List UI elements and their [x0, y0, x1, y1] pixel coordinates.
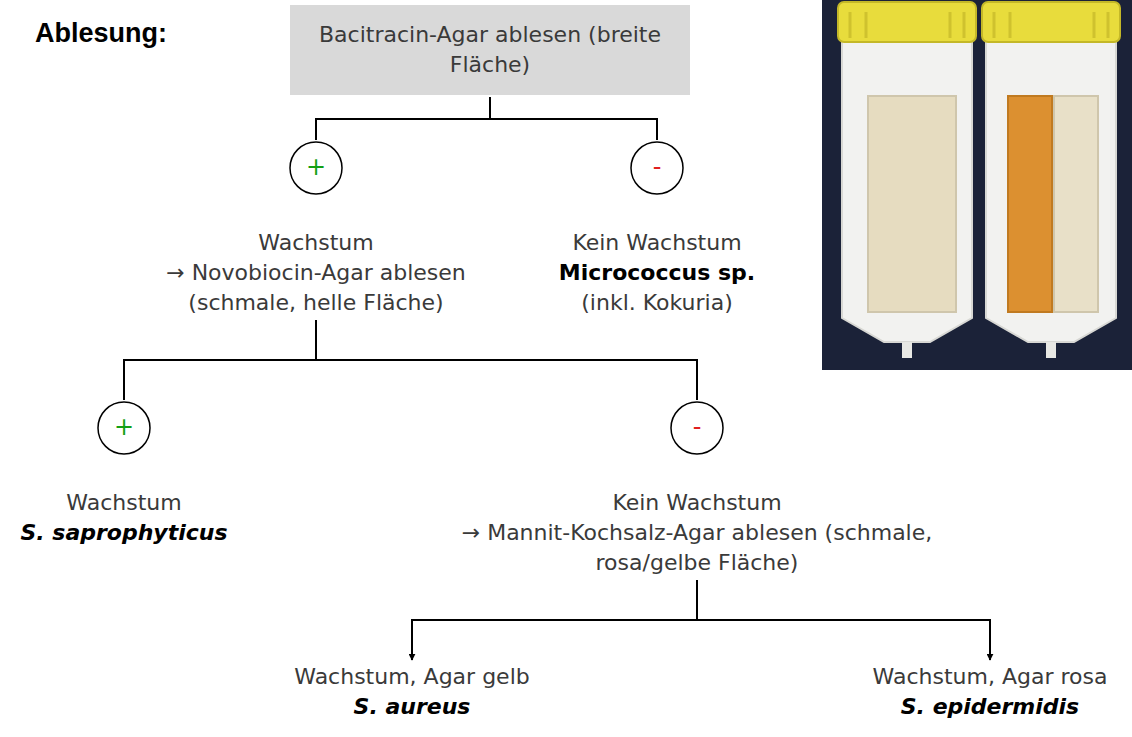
result-node: Wachstum, Agar rosaS. epidermidis	[854, 662, 1126, 722]
cap-ridge	[849, 12, 852, 38]
sign-circle: +	[96, 400, 152, 456]
decision-node: + Wachstum→ Novobiocin-Agar ablesen (schm…	[122, 140, 510, 318]
node-text: Bacitracin-Agar ablesen (breite Fläche)	[304, 20, 676, 80]
connector	[316, 320, 697, 400]
photo-ground	[822, 0, 1132, 370]
node-text: Wachstum, Agar rosa	[873, 662, 1108, 692]
result-node: Wachstum, Agar gelbS. aureus	[247, 662, 577, 722]
agar-wide	[868, 96, 956, 312]
tube-tip	[902, 342, 912, 358]
tube-cap	[838, 2, 976, 42]
sign-circle: -	[669, 400, 725, 456]
node-text: Kein Wachstum	[612, 488, 781, 518]
node-text: → Novobiocin-Agar ablesen (schmale, hell…	[122, 258, 510, 318]
heading-label: Ablesung:	[35, 18, 167, 49]
node-text: Wachstum	[66, 488, 181, 518]
connector	[412, 580, 697, 660]
cap-ridge	[1107, 12, 1110, 38]
connector	[124, 320, 316, 400]
cap-ridge	[993, 12, 996, 38]
connector	[316, 97, 490, 140]
node-text: -	[629, 140, 685, 196]
node-text: Kein Wachstum	[572, 228, 741, 258]
node-text: → Mannit-Kochsalz-Agar ablesen (schmale,…	[453, 518, 941, 578]
decision-node: - Kein WachstumMicrococcus sp.(inkl. Koku…	[507, 140, 807, 318]
connector	[697, 580, 990, 660]
tube-body	[986, 40, 1116, 342]
node-text: S. epidermidis	[901, 692, 1079, 722]
decision-node: + WachstumS. saprophyticus	[4, 400, 244, 548]
node-text: Micrococcus sp.	[559, 258, 755, 288]
process-box: Bacitracin-Agar ablesen (breite Fläche)	[290, 5, 690, 95]
cap-ridge	[1093, 12, 1096, 38]
cap-ridge	[963, 12, 966, 38]
agar-novobiocin	[1054, 96, 1098, 312]
node-text: -	[669, 400, 725, 456]
sign-circle: +	[288, 140, 344, 196]
agar-mannit	[1008, 96, 1052, 312]
node-text: +	[96, 400, 152, 456]
tube-cap	[982, 2, 1120, 42]
node-text: S. aureus	[354, 692, 471, 722]
tube-body	[842, 40, 972, 342]
cap-ridge	[949, 12, 952, 38]
tube-tip	[1046, 342, 1056, 358]
connector	[490, 97, 657, 140]
node-text: S. saprophyticus	[20, 518, 227, 548]
node-text: Wachstum	[258, 228, 373, 258]
cap-ridge	[865, 12, 868, 38]
node-text: Wachstum, Agar gelb	[294, 662, 529, 692]
sign-circle: -	[629, 140, 685, 196]
cap-ridge	[1009, 12, 1012, 38]
decision-node: - Kein Wachstum→ Mannit-Kochsalz-Agar abl…	[453, 400, 941, 578]
node-text: +	[288, 140, 344, 196]
node-text: (inkl. Kokuria)	[581, 288, 733, 318]
